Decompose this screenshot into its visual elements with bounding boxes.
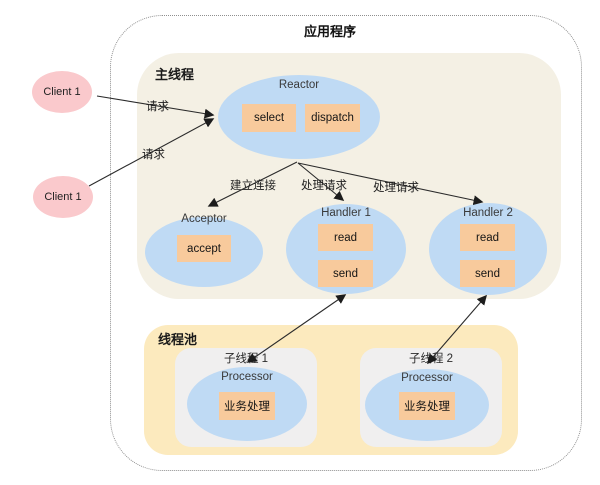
acceptor-label: Acceptor	[181, 213, 227, 225]
application-boundary	[110, 15, 582, 471]
reactor-dispatch-box: dispatch	[305, 104, 360, 132]
edge-label-request-2: 请求	[142, 149, 165, 161]
handler-1-label: Handler 1	[321, 207, 371, 219]
processor-2-label: Processor	[401, 372, 453, 384]
handler-1-read-box: read	[318, 224, 373, 251]
sub-thread-1-label: 子线程 1	[223, 353, 269, 365]
processor-1-work-box: 业务处理	[219, 392, 275, 420]
edge-label-handle-request-1: 处理请求	[301, 180, 347, 192]
edge-label-request-1: 请求	[146, 101, 169, 113]
thread-pool-label: 线程池	[158, 332, 198, 347]
reactor-select-box: select	[242, 104, 296, 132]
handler-2-send-box: send	[460, 260, 515, 287]
processor-2-work-box: 业务处理	[399, 392, 455, 420]
sub-thread-2-label: 子线程 2	[408, 353, 454, 365]
edge-label-establish-connection: 建立连接	[230, 180, 276, 192]
main-thread-label: 主线程	[155, 67, 195, 82]
client-1-bottom-node: Client 1	[33, 176, 93, 218]
diagram-title: 应用程序	[303, 24, 356, 39]
processor-1-label: Processor	[221, 371, 273, 383]
acceptor-accept-box: accept	[177, 235, 231, 262]
handler-2-label: Handler 2	[463, 207, 513, 219]
client-1-top-node: Client 1	[32, 71, 92, 113]
handler-1-send-box: send	[318, 260, 373, 287]
edge-label-handle-request-2: 处理请求	[373, 182, 419, 194]
handler-2-read-box: read	[460, 224, 515, 251]
reactor-label: Reactor	[278, 79, 320, 91]
